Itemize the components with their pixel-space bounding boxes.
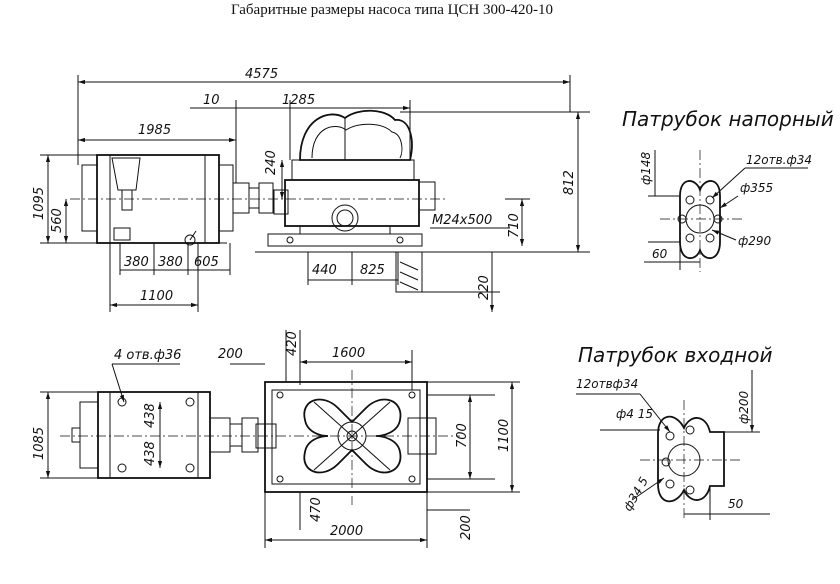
outlet-flange-title: Патрубок напорный xyxy=(622,107,834,131)
dim-w1100: 1100 xyxy=(497,419,512,452)
coupling-side xyxy=(232,182,274,214)
coupling-plan xyxy=(209,417,259,453)
pump-side xyxy=(273,109,436,234)
dim-motor-base: 1100 xyxy=(140,289,173,304)
dim-motor-w: 1085 xyxy=(32,427,47,460)
dim-foot-3: 605 xyxy=(194,255,219,270)
pump-plan xyxy=(255,381,437,493)
dim-holes-plan: 4 отв.ф36 xyxy=(114,348,181,363)
motor-plan xyxy=(71,391,211,479)
inlet-d200: ф200 xyxy=(737,390,751,424)
inlet-w50: 50 xyxy=(728,497,744,511)
dim-offset-200: 200 xyxy=(218,347,243,362)
outlet-d148: ф148 xyxy=(639,151,653,185)
dim-foot-1: 380 xyxy=(124,255,149,270)
dim-total-len: 2000 xyxy=(330,524,363,539)
dim-base-h: 710 xyxy=(507,213,522,238)
inlet-flange: Патрубок входной 12отвф34 ф4 15 ф200 ф34… xyxy=(576,343,772,520)
dim-shaft-h: 240 xyxy=(264,150,279,175)
dim-foot-2: 380 xyxy=(158,255,183,270)
dim-total-h: 812 xyxy=(562,170,577,195)
side-view: 4575 10 1285 1985 240 812 1095 560 М24х5… xyxy=(32,67,590,312)
dim-motor-h: 1095 xyxy=(32,187,47,220)
dim-pump-foot-1: 440 xyxy=(312,263,337,278)
outlet-flange: Патрубок напорный 12отв.ф34 ф355 ф290 ф1… xyxy=(622,107,834,272)
dim-d200: 200 xyxy=(459,515,474,540)
base-frame-side xyxy=(255,233,445,293)
outlet-d290: ф290 xyxy=(738,234,772,248)
inlet-d345: ф34 5 xyxy=(620,474,651,513)
dim-pump-foot-2: 825 xyxy=(360,263,385,278)
dim-frame-len: 1600 xyxy=(332,346,365,361)
outlet-w60: 60 xyxy=(652,247,668,261)
dim-gap: 10 xyxy=(203,93,220,108)
inlet-holes: 12отвф34 xyxy=(576,377,638,391)
plan-view: 4 отв.ф36 200 420 1600 1085 438 438 700 … xyxy=(32,330,520,548)
dim-bolt: М24х500 xyxy=(432,213,492,228)
dim-axis-h: 560 xyxy=(50,208,65,233)
dim-w438-top: 438 xyxy=(143,403,158,428)
drawing-title: Габаритные размеры насоса типа ЦСН 300-4… xyxy=(230,2,554,18)
inlet-d415: ф4 15 xyxy=(616,407,653,421)
dim-motor-len: 1985 xyxy=(138,123,171,138)
dim-h420: 420 xyxy=(285,331,300,356)
inlet-flange-title: Патрубок входной xyxy=(578,343,772,367)
dim-d470: 470 xyxy=(309,497,324,522)
outlet-d355: ф355 xyxy=(740,181,773,195)
outlet-holes: 12отв.ф34 xyxy=(746,153,812,167)
dim-foundation: 220 xyxy=(477,275,492,300)
dim-w438-bottom: 438 xyxy=(143,441,158,466)
motor-side xyxy=(81,154,234,246)
dim-overall: 4575 xyxy=(245,67,278,82)
dim-pump-len: 1285 xyxy=(282,93,315,108)
dim-w700: 700 xyxy=(455,423,470,448)
